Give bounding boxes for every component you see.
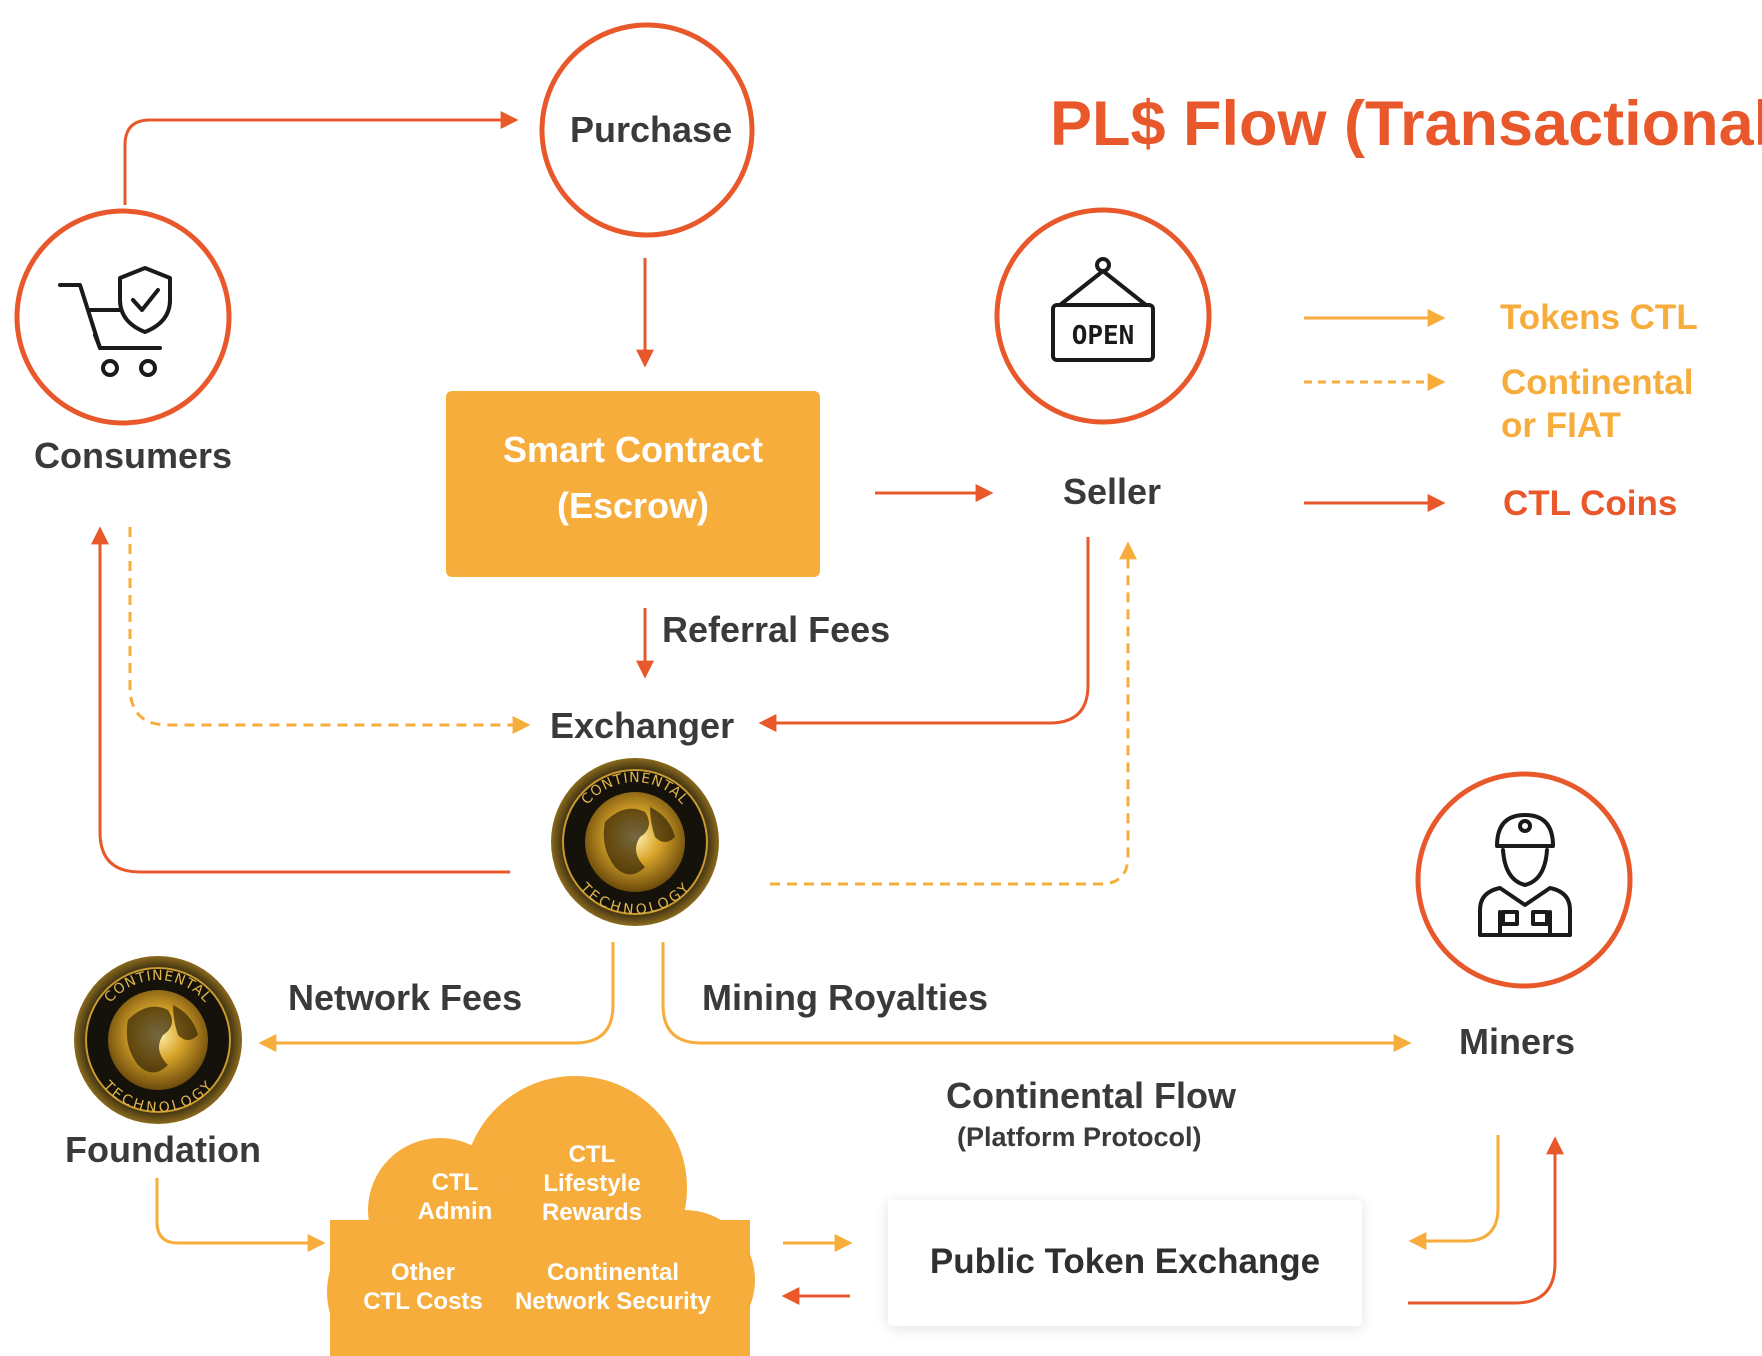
cloud-security-line2: Network Security xyxy=(514,1288,712,1315)
arrow-seller-to-exchanger xyxy=(758,537,1090,732)
page-title: PL$ Flow (Transactional) xyxy=(1050,89,1762,159)
arrow-foundation-to-cloud xyxy=(155,1178,326,1252)
arrow-miners-to-exchange xyxy=(1408,1135,1500,1250)
cloud-lifestyle-line3: Rewards xyxy=(541,1199,643,1226)
referral-fees-label: Referral Fees xyxy=(662,609,891,650)
seller-circle xyxy=(994,207,1212,425)
public-token-exchange-box: Public Token Exchange xyxy=(888,1200,1362,1326)
open-sign-icon xyxy=(1051,257,1155,362)
arrow-exchange-to-miners xyxy=(1408,1136,1564,1305)
cloud-ctl-admin: CTL Admin xyxy=(400,1168,510,1226)
foundation-coin-icon: CONTINENTAL TECHNOLOGY xyxy=(74,956,242,1124)
cloud-other-line2: CTL Costs xyxy=(363,1288,483,1315)
cloud-lifestyle-rewards: CTL Lifestyle Rewards xyxy=(530,1140,654,1227)
network-fees-label: Network Fees xyxy=(288,977,523,1018)
consumers-label: Consumers xyxy=(34,435,233,476)
exchanger-coin-icon: CONTINENTAL TECHNOLOGY xyxy=(551,758,719,926)
arrow-consumers-to-purchase xyxy=(123,111,519,205)
cloud-security-line1: Continental xyxy=(547,1259,679,1286)
purchase-circle xyxy=(539,22,755,238)
arrow-exchanger-to-consumers xyxy=(91,526,510,874)
shopping-cart-shield-icon xyxy=(58,266,172,377)
public-token-exchange-label: Public Token Exchange xyxy=(929,1242,1321,1281)
arrow-network-fees xyxy=(258,942,615,1052)
miner-worker-icon xyxy=(1478,813,1572,937)
legend-fiat-label-line1: Continental xyxy=(1501,363,1694,402)
miners-label: Miners xyxy=(1459,1021,1576,1062)
smart-contract-escrow-box: Smart Contract (Escrow) xyxy=(446,391,820,577)
exchanger-label: Exchanger xyxy=(550,705,735,746)
escrow-title: Smart Contract xyxy=(502,429,764,470)
miners-circle xyxy=(1415,771,1633,989)
legend-coins-label: CTL Coins xyxy=(1503,484,1678,523)
cloud-lifestyle-line2: Lifestyle xyxy=(543,1170,641,1197)
legend-fiat-label-line2: or FIAT xyxy=(1501,406,1621,445)
cloud-other-costs: Other CTL Costs xyxy=(358,1258,488,1316)
platform-protocol-label: (Platform Protocol) xyxy=(957,1122,1202,1152)
foundation-label: Foundation xyxy=(65,1129,261,1170)
cloud-ctl-admin-line1: CTL xyxy=(431,1169,479,1196)
arrow-exchanger-to-seller-dashed xyxy=(770,541,1137,886)
arrow-mining-royalties xyxy=(661,942,1412,1052)
cloud-ctl-admin-line2: Admin xyxy=(417,1198,493,1225)
legend-tokens-label: Tokens CTL xyxy=(1500,298,1698,337)
cost-cloud xyxy=(327,1076,755,1356)
cloud-lifestyle-line1: CTL xyxy=(568,1141,616,1168)
purchase-label: Purchase xyxy=(570,109,733,150)
continental-flow-label: Continental Flow xyxy=(946,1075,1236,1116)
seller-label: Seller xyxy=(1063,471,1162,512)
arrow-consumers-to-exchanger-dashed xyxy=(128,527,531,734)
escrow-subtitle: (Escrow) xyxy=(556,485,710,526)
cloud-other-line1: Other xyxy=(390,1259,455,1286)
mining-royalties-label: Mining Royalties xyxy=(702,977,989,1018)
cloud-network-security: Continental Network Security xyxy=(508,1258,718,1316)
open-sign-text: OPEN xyxy=(1072,321,1135,351)
